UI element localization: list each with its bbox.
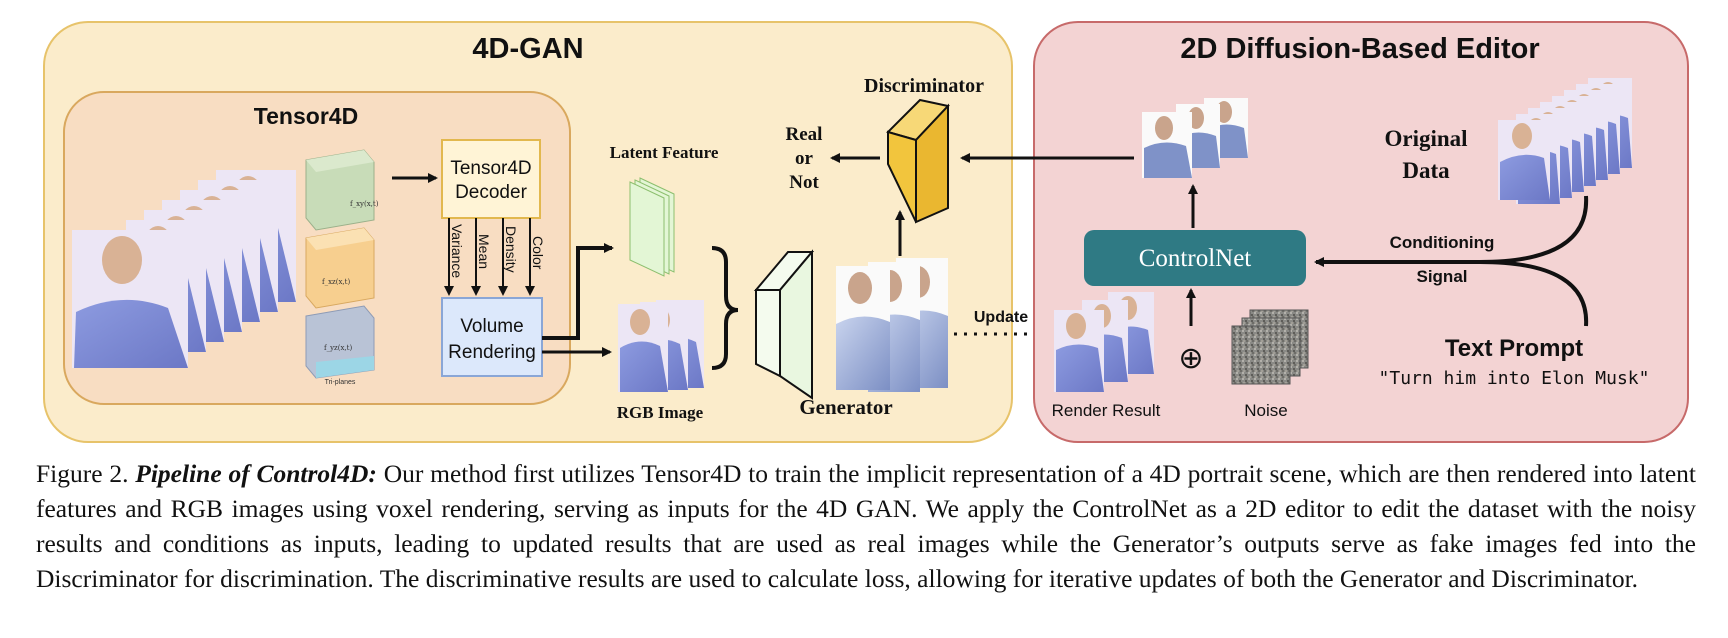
render-result-label: Render Result — [1052, 401, 1161, 420]
update-label: Update — [974, 309, 1028, 326]
real-or-not-line1: Real — [786, 124, 823, 145]
real-or-not-line2: or — [795, 148, 814, 169]
conditioning-label-line1: Conditioning — [1390, 233, 1495, 252]
conditioning-label-line2: Signal — [1416, 267, 1467, 286]
plane-formula-xy: f_xy(x,t) — [350, 200, 379, 208]
output-mean: Mean — [476, 234, 492, 269]
output-color: Color — [530, 236, 546, 270]
controlnet-box — [1084, 230, 1306, 286]
caption-prefix: Figure 2. — [36, 459, 129, 488]
pipeline-figure: 4D-GAN Tensor4D f_xy(x,t) f_xz(x,t) f_yz… — [43, 21, 1689, 443]
triplanes: f_xy(x,t) f_xz(x,t) f_yz(x,t) Tri-planes — [305, 149, 379, 386]
plus-symbol: ⊕ — [1178, 341, 1203, 376]
discriminator-label: Discriminator — [864, 75, 984, 97]
decoder-output-arrows — [444, 218, 535, 296]
editor-panel-title: 2D Diffusion-Based Editor — [1180, 33, 1539, 65]
arrow-volume-to-latent — [542, 243, 614, 340]
output-density: Density — [503, 226, 519, 273]
input-frame-stack — [72, 170, 296, 368]
render-result-stack — [1054, 292, 1154, 392]
text-prompt-label: Text Prompt — [1445, 335, 1583, 362]
volume-rendering-box — [441, 297, 543, 377]
latent-feature-stack — [629, 177, 675, 277]
decoder-label-line2: Decoder — [455, 182, 527, 203]
latent-feature-label: Latent Feature — [610, 143, 719, 162]
noise-label: Noise — [1244, 401, 1287, 420]
controlnet-label: ControlNet — [1139, 245, 1252, 272]
discriminator-shape — [886, 98, 950, 224]
generator-label: Generator — [799, 395, 892, 419]
original-data-line1: Original — [1384, 126, 1467, 151]
text-prompt-value: "Turn him into Elon Musk" — [1379, 368, 1650, 389]
output-variance: Variance — [449, 224, 465, 278]
curly-brace — [711, 246, 739, 370]
plane-formula-yz: f_yz(x,t) — [324, 344, 352, 352]
volume-label-line2: Rendering — [448, 342, 536, 363]
generator-shape — [753, 249, 815, 400]
gan-panel-title: 4D-GAN — [472, 33, 583, 65]
decoder-box — [441, 139, 541, 219]
generated-image-stack — [836, 258, 948, 392]
plane-formula-xz: f_xz(x,t) — [322, 278, 350, 286]
volume-label-line1: Volume — [460, 316, 523, 337]
rgb-image-label: RGB Image — [617, 403, 704, 422]
caption-text: Our method first utilizes Tensor4D to tr… — [36, 459, 1696, 593]
edited-result-stack — [1142, 98, 1248, 178]
caption-title: Pipeline of Control4D: — [135, 459, 377, 488]
tensor4d-title: Tensor4D — [254, 103, 358, 129]
decoder-label-line1: Tensor4D — [450, 158, 531, 179]
triplanes-label: Tri-planes — [325, 379, 356, 386]
original-data-line2: Data — [1402, 158, 1450, 183]
rgb-image-stack — [618, 300, 704, 392]
real-or-not-line3: Not — [789, 172, 819, 193]
original-data-stack — [1498, 78, 1632, 204]
figure-caption: Figure 2. Pipeline of Control4D: Our met… — [36, 456, 1696, 596]
noise-stack — [1231, 309, 1309, 385]
conditioning-curve-from-prompt — [1479, 260, 1589, 327]
